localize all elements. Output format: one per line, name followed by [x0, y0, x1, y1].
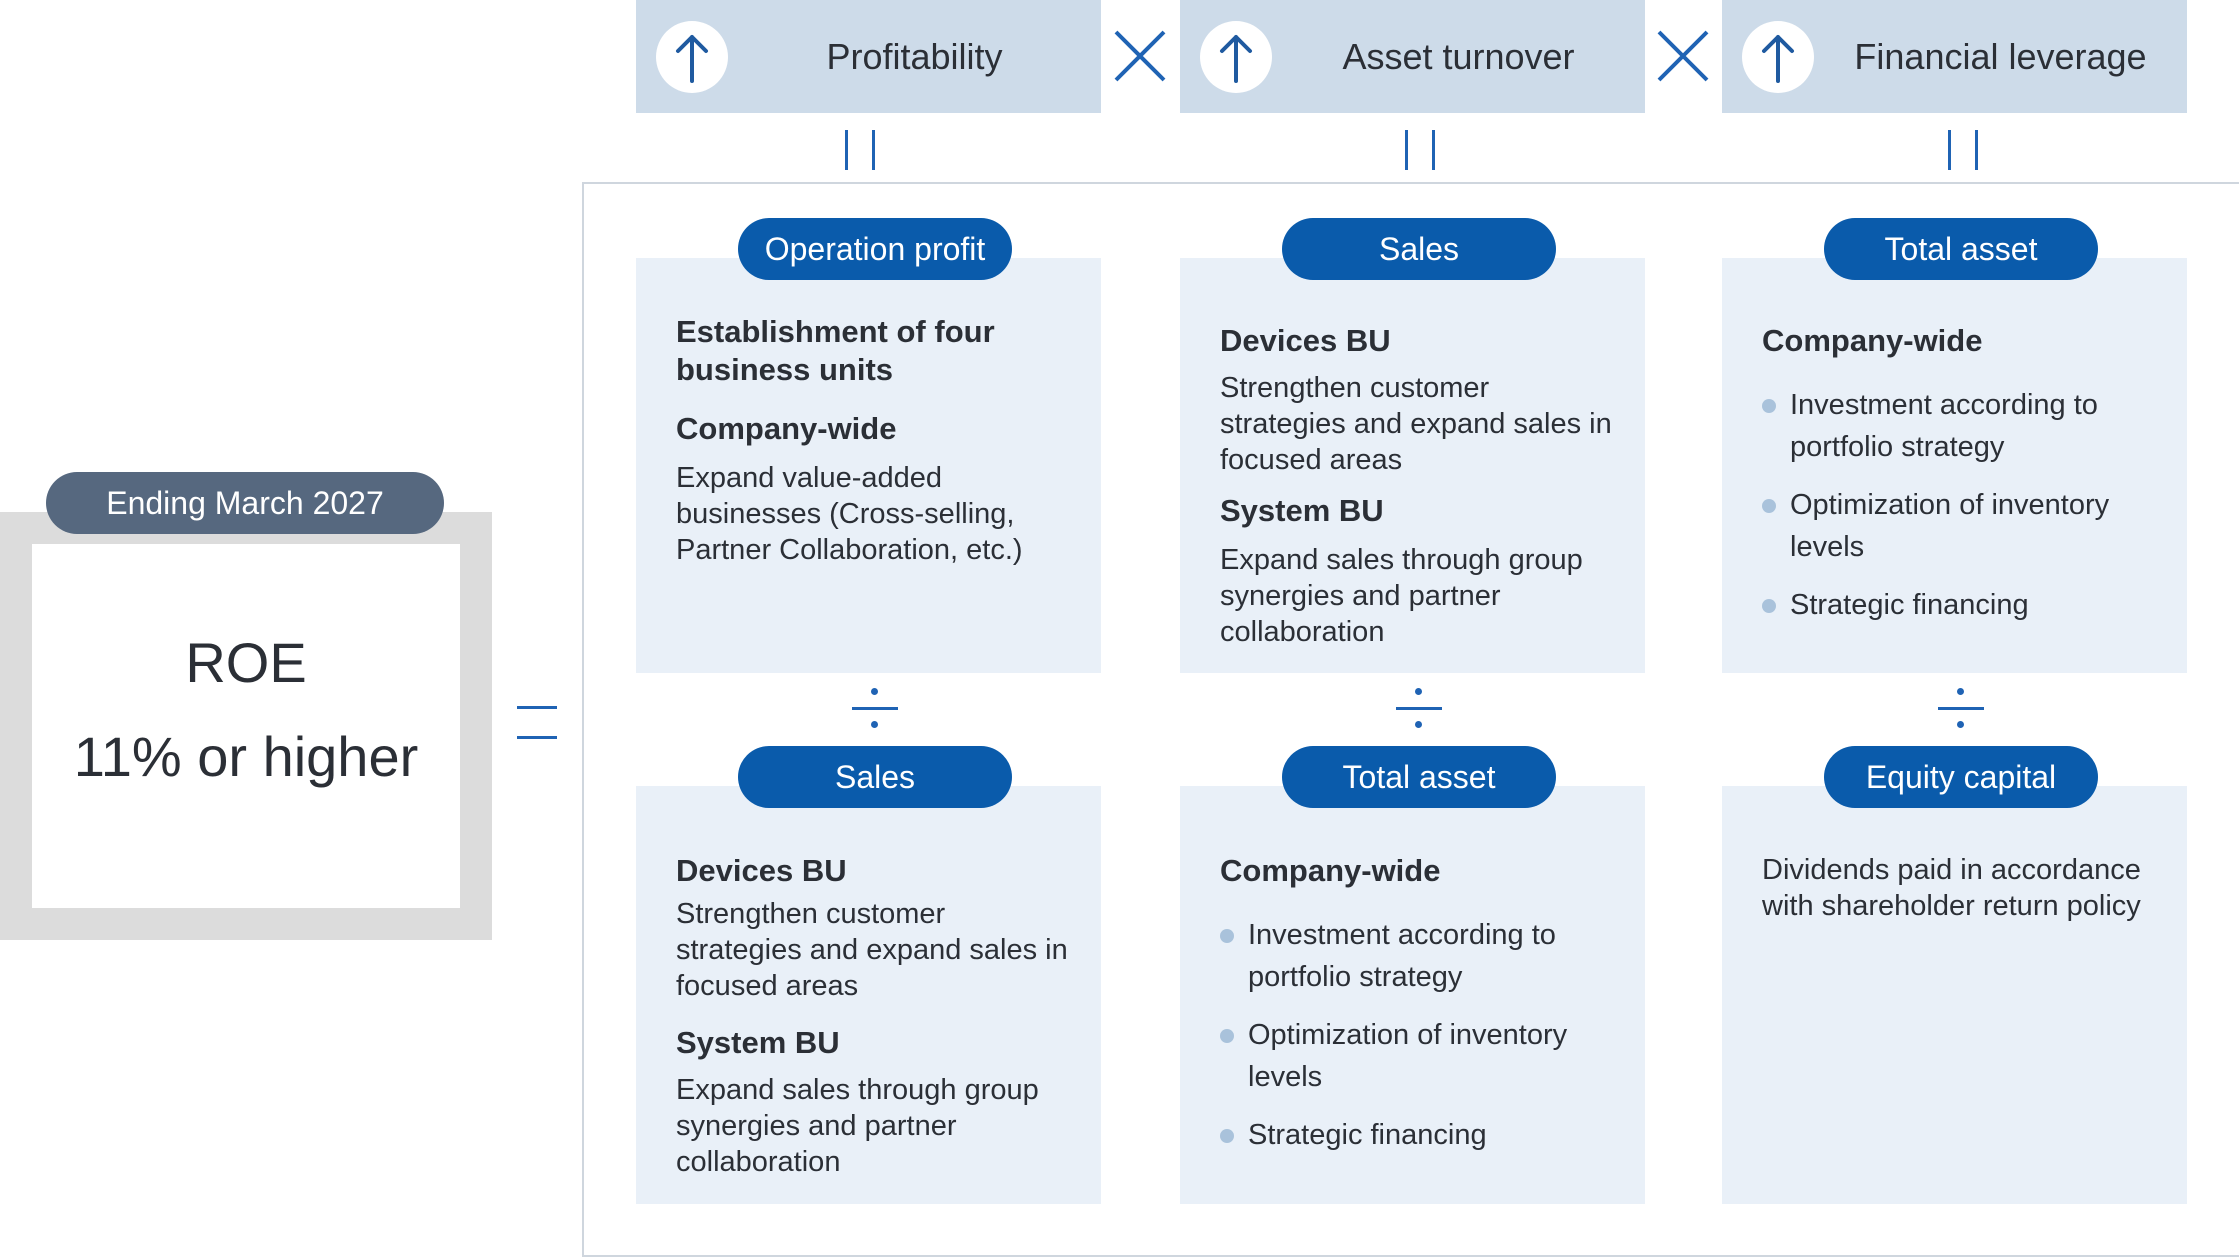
card-text: Strengthen customer strategies and expan… — [1220, 372, 1612, 476]
equals-connector — [1405, 130, 1435, 170]
card-heading: Establishment of four business units — [676, 314, 995, 387]
bullet-list: Investment according to portfolio strate… — [1220, 914, 1620, 1156]
card-text: Expand sales through group synergies and… — [1220, 544, 1583, 648]
bullet-item: Strategic financing — [1220, 1114, 1620, 1156]
card-heading: System BU — [1220, 493, 1384, 528]
arrow-up-icon — [656, 20, 728, 93]
denominator-pill: Equity capital — [1824, 746, 2098, 808]
numerator-card — [1722, 258, 2187, 673]
arrow-up-icon — [1742, 20, 1814, 93]
bullet-text: Optimization of inventory levels — [1248, 1019, 1568, 1093]
numerator-pill: Operation profit — [738, 218, 1012, 280]
bullet-item: Strategic financing — [1762, 584, 2162, 626]
factor-financial-leverage: Financial leverage — [1722, 0, 2187, 113]
bullet-item: Investment according to portfolio strate… — [1220, 914, 1620, 998]
equals-connector — [1948, 130, 1978, 170]
numerator-pill: Total asset — [1824, 218, 2098, 280]
bullet-text: Strategic financing — [1248, 1119, 1487, 1151]
bullet-text: Strategic financing — [1790, 589, 2029, 621]
multiply-icon — [1655, 28, 1711, 84]
denominator-pill: Total asset — [1282, 746, 1556, 808]
denominator-card — [1722, 786, 2187, 1204]
card-heading: Company-wide — [676, 411, 897, 446]
denominator-pill: Sales — [738, 746, 1012, 808]
bullet-text: Investment according to portfolio strate… — [1248, 919, 1556, 993]
divide-icon — [1396, 688, 1442, 728]
factor-profitability: Profitability — [636, 0, 1101, 113]
bullet-item: Investment according to portfolio strate… — [1762, 384, 2162, 468]
breakdown-panel — [582, 182, 2239, 1257]
card-text: Strengthen customer strategies and expan… — [676, 898, 1068, 1002]
denominator-card — [1180, 786, 1645, 1204]
card-heading: Company-wide — [1762, 323, 1983, 358]
denominator-card — [636, 786, 1101, 1204]
card-heading: Devices BU — [676, 853, 847, 888]
numerator-pill: Sales — [1282, 218, 1556, 280]
card-heading: Company-wide — [1220, 853, 1441, 888]
roe-label: ROE — [185, 631, 307, 694]
card-text: Expand sales through group synergies and… — [676, 1074, 1039, 1178]
equals-sign — [517, 706, 557, 740]
card-heading: Devices BU — [1220, 323, 1391, 358]
factor-label: Asset turnover — [1342, 35, 1575, 77]
bullet-item: Optimization of inventory levels — [1220, 1014, 1620, 1098]
divide-icon — [852, 688, 898, 728]
numerator-card — [1180, 258, 1645, 673]
equals-connector — [845, 130, 875, 170]
bullet-text: Optimization of inventory levels — [1790, 489, 2110, 563]
numerator-card — [636, 258, 1101, 673]
card-heading: System BU — [676, 1025, 840, 1060]
bullet-text: Investment according to portfolio strate… — [1790, 389, 2098, 463]
factor-label: Profitability — [826, 35, 1003, 77]
period-badge: Ending March 2027 — [46, 472, 444, 534]
multiply-icon — [1112, 28, 1168, 84]
factor-label: Financial leverage — [1854, 35, 2147, 77]
roe-box — [32, 544, 460, 908]
card-text: Dividends paid in accordance with shareh… — [1762, 854, 2141, 922]
bullet-item: Optimization of inventory levels — [1762, 484, 2162, 568]
roe-target: 11% or higher — [73, 725, 419, 788]
card-text: Expand value-added businesses (Cross-sel… — [676, 462, 1023, 566]
bullet-list: Investment according to portfolio strate… — [1762, 384, 2162, 626]
arrow-up-icon — [1200, 20, 1272, 93]
factor-asset-turnover: Asset turnover — [1180, 0, 1645, 113]
divide-icon — [1938, 688, 1984, 728]
